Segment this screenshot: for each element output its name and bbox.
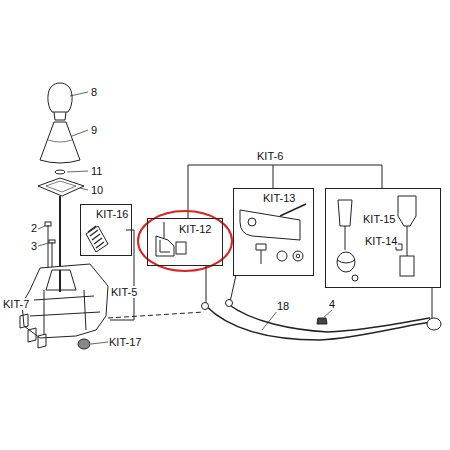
knob-neck [54,112,66,120]
bracket-hole [248,218,256,226]
shift-knob [48,83,72,112]
callout-number: 8 [90,86,98,98]
cable-end-block [400,256,414,276]
kit-label: KIT-13 [262,192,296,204]
nut [317,318,327,324]
bolt-head [49,240,55,243]
callout-number: 4 [328,298,336,310]
washer [277,251,287,261]
kit-box: KIT-12 [147,218,223,266]
shift-boot [40,122,80,163]
cable-clip-tab [176,242,186,254]
cable-end [398,196,416,226]
callout-number: 2 [30,222,38,234]
cable-end [338,200,352,226]
bolt [256,244,266,264]
callout-number: 3 [30,240,38,252]
base-rib [30,290,100,334]
spring [88,226,104,248]
washer-hole [296,254,300,258]
boot-plate [38,178,84,196]
washer [293,251,303,261]
kit-label: KIT-5 [110,286,138,298]
kit-label: KIT-12 [178,223,212,235]
shifter-base [22,264,108,338]
callout-number: 18 [276,300,290,312]
cable-clip-detail [160,222,170,252]
kit-label: KIT-17 [108,336,142,348]
cable-eye [226,300,233,307]
leader-line [38,92,332,344]
shift-lever [59,270,61,292]
cable-end-rod [345,226,346,250]
highlight-circle [138,211,232,271]
callout-number: 10 [90,184,104,196]
kit-label: KIT-6 [256,150,284,162]
kit-label: KIT-16 [95,208,129,220]
cable-eye [202,303,209,310]
grommet-ring [337,260,355,263]
kit-box: KIT-13 [233,188,314,276]
dashed-link [108,312,204,318]
cable-end-rod [407,226,408,256]
cable-bracket [240,210,300,240]
boot-fold [48,140,72,142]
kit-box: KIT-15KIT-14 [325,188,441,288]
boot-plate-inner [46,181,76,192]
spring-body [86,226,108,252]
bushing [78,339,90,349]
cable-clip [156,236,174,256]
grommet [337,252,355,272]
kit-bracket [110,230,134,320]
cable-eye [427,318,441,330]
clip [352,275,358,281]
callout-number: 9 [90,124,98,136]
clip [20,314,46,348]
washer [55,170,65,174]
bolt-head [45,222,51,226]
kit-label: KIT-15 [362,213,396,225]
pin [280,204,306,216]
kit-bracket [188,165,382,218]
callout-number: 11 [90,165,103,177]
kit-label: KIT-7 [2,298,30,310]
kit-label: KIT-14 [364,235,398,247]
kit-box: KIT-16 [80,204,132,256]
